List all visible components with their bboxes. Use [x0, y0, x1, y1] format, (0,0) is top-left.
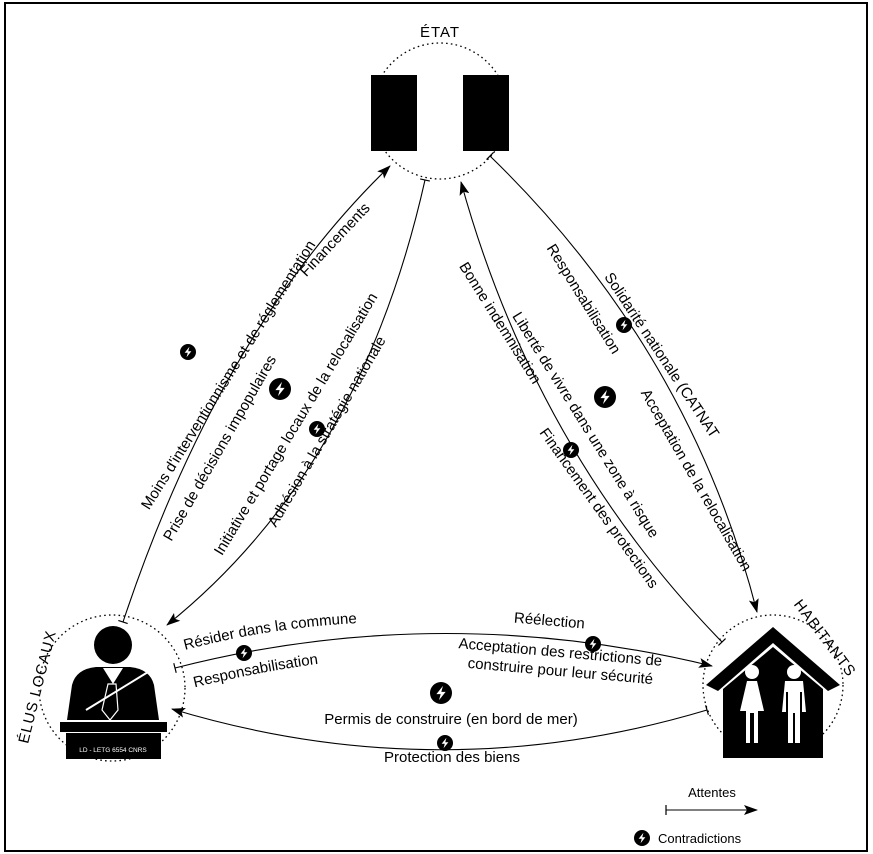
- diagram-frame: [4, 2, 868, 852]
- contradiction-zap-icon: [269, 378, 291, 400]
- label-moins-interventionnisme: Moins d'interventionnisme et de réglemen…: [138, 238, 319, 513]
- contradiction-zap-icon: [437, 735, 453, 751]
- elus-label: ÉLUS LOCAUX: [15, 629, 60, 746]
- arc-etat-to-habitants: [486, 151, 759, 613]
- label-permis-construire: Permis de construire (en bord de mer): [324, 711, 577, 728]
- contradiction-zap-icon: [236, 645, 252, 661]
- speaker-at-podium-icon: LD - LETG 6554 CNRS: [60, 626, 167, 759]
- habitants-label: HABITANTS: [790, 596, 859, 680]
- etat-label: ÉTAT: [420, 24, 460, 41]
- labels-habitants-to-elus: Permis de construire (en bord de mer) Pr…: [324, 711, 577, 766]
- node-elus-locaux: LD - LETG 6554 CNRS ÉLUS LOCAUX: [15, 614, 186, 762]
- label-reelection: Réélection: [513, 610, 585, 633]
- legend-zap-icon: [634, 830, 650, 846]
- house-with-family-icon: [706, 627, 840, 758]
- arc-habitants-to-etat: [459, 181, 727, 646]
- legend-attentes-label: Attentes: [688, 785, 736, 800]
- label-liberte-vivre: Liberté de vivre dans une zone à risque: [509, 309, 663, 541]
- legend: Attentes Contradictions: [634, 785, 758, 846]
- contradiction-zap-icon: [180, 344, 196, 360]
- flag-icon: [371, 75, 509, 151]
- label-responsabilisation-elus: Responsabilisation: [192, 651, 319, 691]
- contradiction-zap-icon: [309, 421, 325, 437]
- credit-label: LD - LETG 6554 CNRS: [79, 747, 147, 754]
- contradiction-zap-icon: [430, 682, 452, 704]
- contradiction-zap-icon: [563, 442, 579, 458]
- label-protection-biens: Protection des biens: [384, 749, 520, 766]
- contradiction-zap-icon: [585, 636, 601, 652]
- arc-habitants-to-elus: [171, 705, 710, 751]
- contradiction-zap-icon: [616, 317, 632, 333]
- label-resider-commune: Résider dans la commune: [182, 610, 357, 654]
- contradiction-zap-icon: [594, 386, 616, 408]
- habitants-dotted-ring: [702, 614, 844, 756]
- legend-contradictions-label: Contradictions: [658, 831, 742, 846]
- arc-etat-to-elus: [166, 178, 431, 626]
- node-etat: ÉTAT: [371, 24, 509, 180]
- elus-dotted-ring: [38, 614, 186, 762]
- node-habitants: HABITANTS: [702, 596, 859, 758]
